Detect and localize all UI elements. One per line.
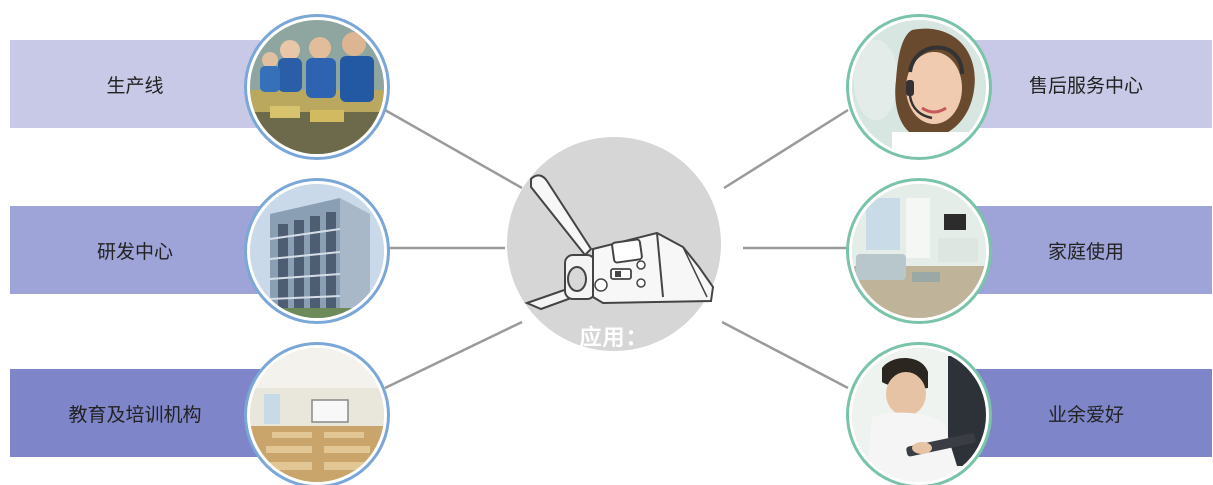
label-after-sales: 售后服务中心 xyxy=(1029,71,1143,98)
connector-production xyxy=(385,110,522,188)
center-hub: 应用： xyxy=(507,137,721,351)
center-label: 应用： xyxy=(507,320,721,352)
bar-home-use: 家庭使用 xyxy=(960,206,1212,294)
connector-service xyxy=(724,110,848,188)
connector-education xyxy=(385,322,522,388)
label-rd-center: 研发中心 xyxy=(97,237,173,264)
hobbyist-at-computer-photo xyxy=(849,345,989,485)
device-icon xyxy=(507,137,721,351)
production-line-photo xyxy=(247,17,387,157)
label-home-use: 家庭使用 xyxy=(1048,237,1124,264)
bar-hobby: 业余爱好 xyxy=(960,369,1212,457)
label-hobby: 业余爱好 xyxy=(1048,400,1124,427)
bar-production-line: 生产线 xyxy=(10,40,260,128)
connector-hobby xyxy=(722,322,848,388)
rd-building-photo xyxy=(247,181,387,321)
living-room-photo xyxy=(849,181,989,321)
label-production-line: 生产线 xyxy=(106,71,163,98)
bar-education: 教育及培训机构 xyxy=(10,369,260,457)
classroom-photo xyxy=(247,345,387,485)
bar-rd-center: 研发中心 xyxy=(10,206,260,294)
bar-after-sales: 售后服务中心 xyxy=(960,40,1212,128)
call-center-agent-photo xyxy=(849,17,989,157)
label-education: 教育及培训机构 xyxy=(68,400,201,427)
